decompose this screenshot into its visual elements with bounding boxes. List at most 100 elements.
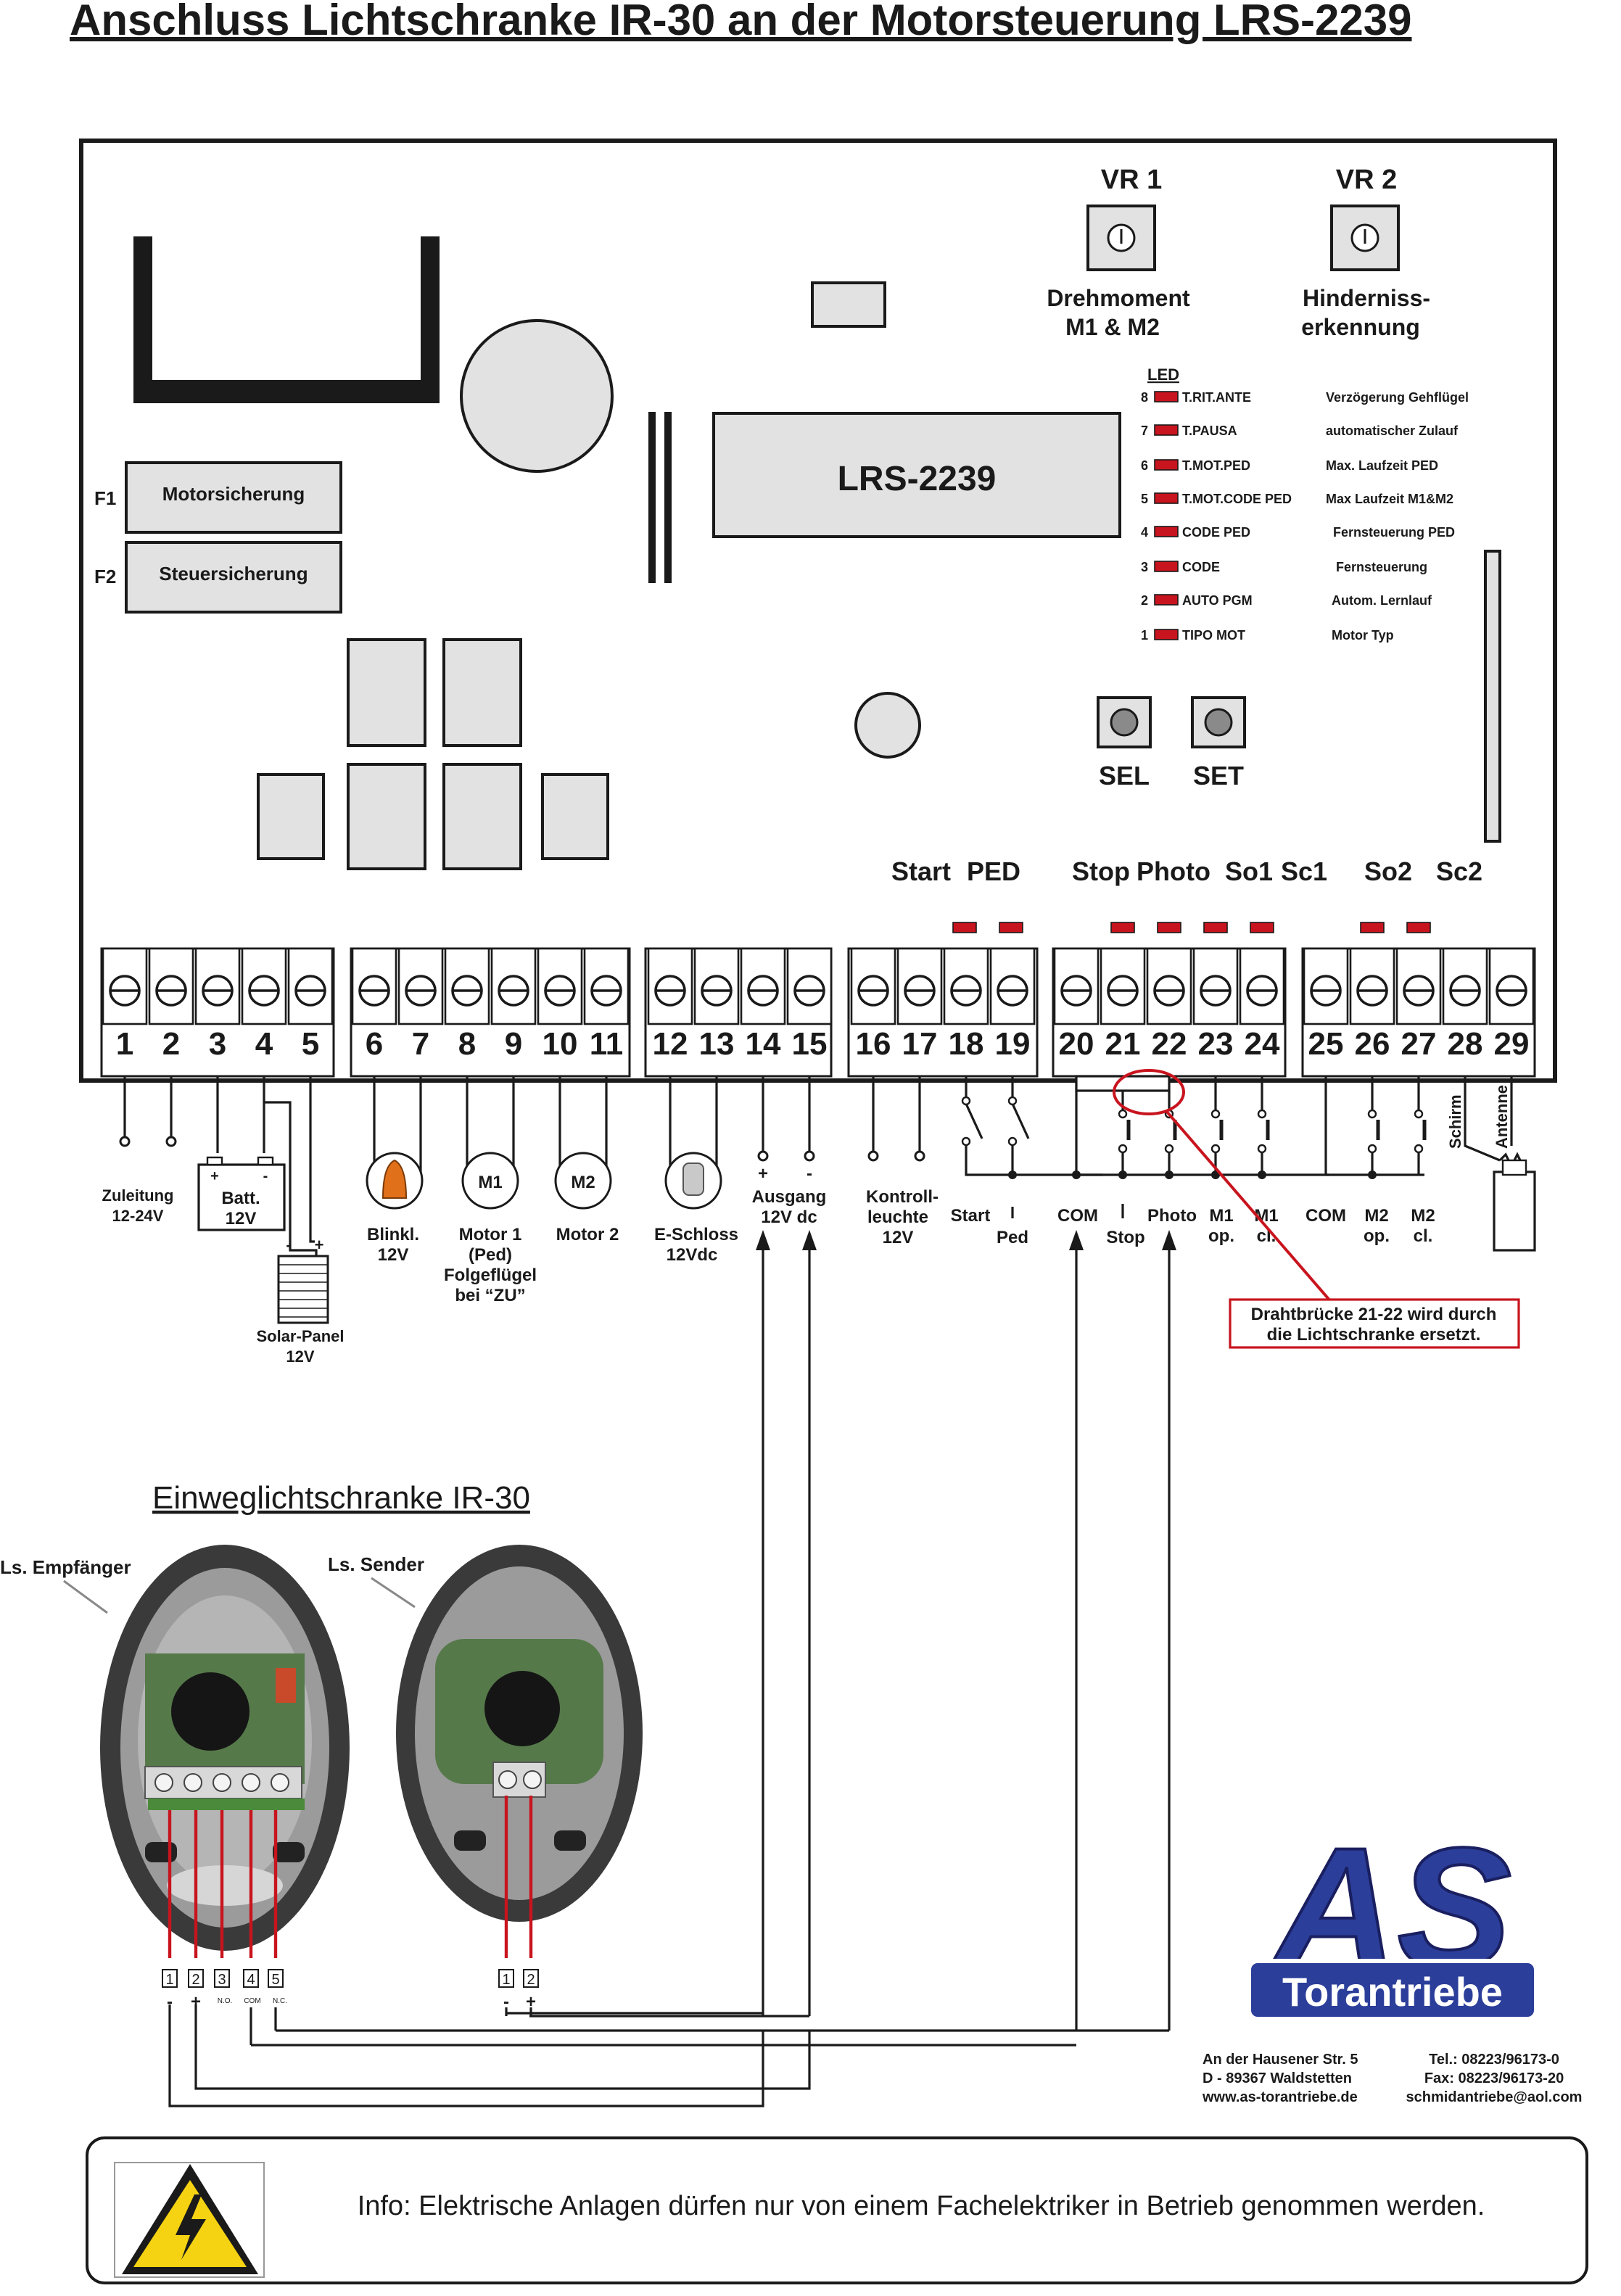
terminal-20: 20 bbox=[1053, 947, 1100, 1062]
terminal-number: 11 bbox=[590, 1026, 624, 1062]
svg-text:op.: op. bbox=[1364, 1226, 1390, 1246]
svg-text:12V: 12V bbox=[286, 1347, 314, 1366]
svg-text:erkennung: erkennung bbox=[1301, 314, 1420, 340]
terminal-number: 18 bbox=[949, 1026, 984, 1062]
sel-button[interactable]: SEL bbox=[1097, 696, 1152, 790]
svg-text:Fernsteuerung PED: Fernsteuerung PED bbox=[1333, 525, 1455, 540]
svg-text:7: 7 bbox=[1141, 424, 1148, 438]
svg-text:CODE PED: CODE PED bbox=[1182, 525, 1250, 540]
terminal-9: 9 bbox=[490, 947, 537, 1062]
terminal-number: 14 bbox=[746, 1026, 781, 1062]
led-header: LED bbox=[1147, 366, 1179, 384]
relays bbox=[257, 638, 609, 870]
svg-text:6: 6 bbox=[1141, 458, 1148, 473]
svg-text:F2: F2 bbox=[94, 566, 116, 587]
svg-text:Tel.: 08223/96173-0: Tel.: 08223/96173-0 bbox=[1429, 2052, 1559, 2068]
svg-text:M1: M1 bbox=[478, 1173, 502, 1192]
logo-name: Torantriebe bbox=[1282, 1969, 1503, 2015]
terminal-number: 19 bbox=[995, 1026, 1031, 1062]
svg-text:Kontroll-: Kontroll- bbox=[866, 1187, 939, 1207]
trimmer-vr1[interactable]: VR 1 Drehmoment M1 & M2 bbox=[1047, 165, 1190, 340]
svg-text:D - 89367 Waldstetten: D - 89367 Waldstetten bbox=[1203, 2070, 1352, 2086]
terminal-17: 17 bbox=[896, 947, 943, 1062]
svg-text:Motor 2: Motor 2 bbox=[556, 1225, 619, 1244]
terminal-number: 27 bbox=[1401, 1026, 1437, 1062]
svg-text:-: - bbox=[286, 1236, 291, 1254]
terminal-22: 22 bbox=[1146, 947, 1192, 1062]
svg-text:Blinkl.: Blinkl. bbox=[367, 1225, 419, 1244]
company-logo: AS Torantriebe bbox=[1247, 1811, 1538, 2021]
photocell-wiring bbox=[168, 1230, 1176, 2107]
terminal-number: 28 bbox=[1448, 1026, 1483, 1062]
terminal-8: 8 bbox=[444, 947, 490, 1062]
svg-text:Stop: Stop bbox=[1106, 1228, 1144, 1247]
terminal-number: 1 bbox=[116, 1026, 133, 1062]
terminal-number: 13 bbox=[699, 1026, 735, 1062]
led-list: 8 T.RIT.ANTE Verzögerung Gehflügel 7 T.P… bbox=[1141, 390, 1469, 643]
output-12v: + - Ausgang 12V dc bbox=[752, 1076, 826, 1227]
motor-1: M1 Motor 1 (Ped) Folgeflügel bei “ZU” bbox=[444, 1076, 537, 1305]
terminal-number: 29 bbox=[1494, 1026, 1530, 1062]
svg-text:schmidantriebe@aol.com: schmidantriebe@aol.com bbox=[1406, 2089, 1583, 2105]
terminal-number: 20 bbox=[1059, 1026, 1094, 1062]
svg-text:Motorsicherung: Motorsicherung bbox=[162, 483, 305, 505]
terminal-1: 1 bbox=[102, 947, 148, 1062]
svg-text:2: 2 bbox=[527, 1972, 535, 1988]
svg-text:2: 2 bbox=[1141, 593, 1148, 608]
svg-text:www.as-torantriebe.de: www.as-torantriebe.de bbox=[1202, 2089, 1358, 2105]
terminal-14: 14 bbox=[740, 947, 786, 1062]
photocell-receiver bbox=[100, 1545, 350, 1958]
svg-text:An der Hausener Str. 5: An der Hausener Str. 5 bbox=[1203, 2052, 1358, 2068]
svg-text:2: 2 bbox=[191, 1972, 199, 1988]
svg-text:12-24V: 12-24V bbox=[112, 1207, 164, 1225]
svg-text:N.O.: N.O. bbox=[218, 1997, 233, 2005]
terminal-number: 4 bbox=[255, 1026, 273, 1062]
svg-text:COM: COM bbox=[1306, 1206, 1346, 1226]
svg-text:Verzögerung Gehflügel: Verzögerung Gehflügel bbox=[1326, 390, 1469, 405]
svg-text:N.C.: N.C. bbox=[273, 1997, 287, 2005]
terminal-number: 22 bbox=[1152, 1026, 1187, 1062]
svg-text:8: 8 bbox=[1141, 390, 1148, 405]
control-board: LRS-2239 F1 Motorsicherung F2 Steuersich… bbox=[79, 139, 1557, 1083]
antenna-connection: Schirm Antenne bbox=[1446, 1076, 1536, 1252]
svg-text:Fax: 08223/96173-20: Fax: 08223/96173-20 bbox=[1424, 2070, 1564, 2086]
svg-text:PED: PED bbox=[967, 856, 1020, 886]
terminal-number: 26 bbox=[1355, 1026, 1390, 1062]
info-box: Info: Elektrische Anlagen dürfen nur von… bbox=[86, 2136, 1588, 2284]
terminal-19: 19 bbox=[989, 947, 1036, 1062]
model-label: LRS-2239 bbox=[838, 460, 997, 498]
capacitor bbox=[460, 319, 614, 473]
svg-text:M2: M2 bbox=[1411, 1206, 1435, 1226]
set-button[interactable]: SET bbox=[1191, 696, 1246, 790]
svg-text:Sc1: Sc1 bbox=[1281, 856, 1327, 886]
svg-text:3: 3 bbox=[1141, 560, 1148, 574]
supply-connection: Zuleitung 12-24V bbox=[102, 1076, 177, 1225]
terminal-3: 3 bbox=[194, 947, 241, 1062]
terminal-25: 25 bbox=[1303, 947, 1349, 1062]
terminal-number: 8 bbox=[458, 1026, 476, 1062]
company-contact: Tel.: 08223/96173-0 Fax: 08223/96173-20 … bbox=[1406, 2052, 1583, 2105]
svg-text:M1 & M2: M1 & M2 bbox=[1065, 314, 1160, 340]
svg-text:+: + bbox=[526, 1992, 536, 2012]
high-voltage-warning-icon bbox=[122, 2164, 258, 2274]
svg-text:AUTO PGM: AUTO PGM bbox=[1182, 593, 1253, 608]
svg-text:Fernsteuerung: Fernsteuerung bbox=[1336, 560, 1427, 574]
terminal-number: 3 bbox=[209, 1026, 226, 1062]
terminal-number: 10 bbox=[543, 1026, 578, 1062]
svg-text:Drehmoment: Drehmoment bbox=[1047, 285, 1190, 311]
svg-text:F1: F1 bbox=[94, 487, 116, 509]
svg-text:VR 1: VR 1 bbox=[1101, 165, 1162, 195]
battery: + - Batt. 12V bbox=[197, 1076, 318, 1259]
terminal-29: 29 bbox=[1488, 947, 1535, 1062]
svg-text:4: 4 bbox=[247, 1972, 255, 1988]
trimmer-vr2[interactable]: VR 2 Hinderniss- erkennung bbox=[1301, 165, 1430, 340]
svg-text:M2: M2 bbox=[1364, 1206, 1388, 1226]
terminal-2: 2 bbox=[148, 947, 194, 1062]
svg-text:(Ped): (Ped) bbox=[469, 1245, 512, 1265]
svg-text:12V dc: 12V dc bbox=[761, 1207, 817, 1227]
svg-text:12V: 12V bbox=[226, 1209, 257, 1228]
terminal-number: 16 bbox=[856, 1026, 891, 1062]
svg-text:-: - bbox=[503, 1992, 509, 2012]
start-ped-switches: Start Ped bbox=[951, 1076, 1102, 1247]
terminal-number: 6 bbox=[366, 1026, 383, 1062]
